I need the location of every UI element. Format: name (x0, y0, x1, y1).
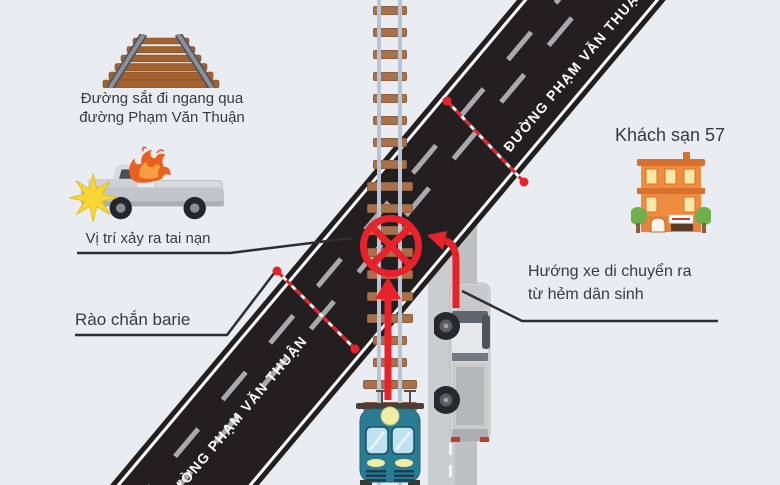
railway-sleeper (373, 72, 407, 81)
crash-starburst (69, 173, 118, 222)
railway-crossing-caption: Đường sắt đi ngang qua đường Phạm Văn Th… (42, 89, 282, 127)
train-icon (356, 390, 424, 485)
railway-sleeper (373, 6, 407, 15)
railway-sleeper (373, 116, 407, 125)
railway-sleeper (373, 28, 407, 37)
railway-sleeper (373, 468, 407, 477)
hotel-icon (631, 152, 711, 233)
railroad-track-icon (102, 34, 220, 88)
railway-sleeper (373, 358, 407, 367)
barrier-caption: Rào chắn barie (75, 310, 191, 329)
tree-icon (695, 207, 711, 225)
railway-sleeper (373, 424, 407, 433)
railway-sleeper (363, 402, 417, 411)
alley-centerline (449, 443, 452, 485)
railway-sleeper (373, 50, 407, 59)
tree-icon (631, 207, 647, 225)
direction-caption-line2: từ hẻm dân sinh (528, 286, 644, 303)
railway-sleeper (373, 446, 407, 455)
hotel-caption: Khách sạn 57 (614, 125, 726, 145)
railway-caption-line2: đường Phạm Văn Thuận (79, 109, 245, 126)
railway-sleeper (363, 380, 417, 389)
accident-caption: Vị trí xảy ra tai nạn (85, 230, 211, 247)
no-stopping-sign-icon (360, 215, 422, 277)
railway-sleeper (373, 94, 407, 103)
railway-caption-line1: Đường sắt đi ngang qua (80, 90, 244, 107)
flame (129, 149, 171, 183)
direction-caption-line1: Hướng xe di chuyển ra (528, 263, 692, 280)
crashed-truck-icon (69, 146, 224, 222)
direction-caption: Hướng xe di chuyển ra từ hẻm dân sinh (528, 260, 738, 306)
